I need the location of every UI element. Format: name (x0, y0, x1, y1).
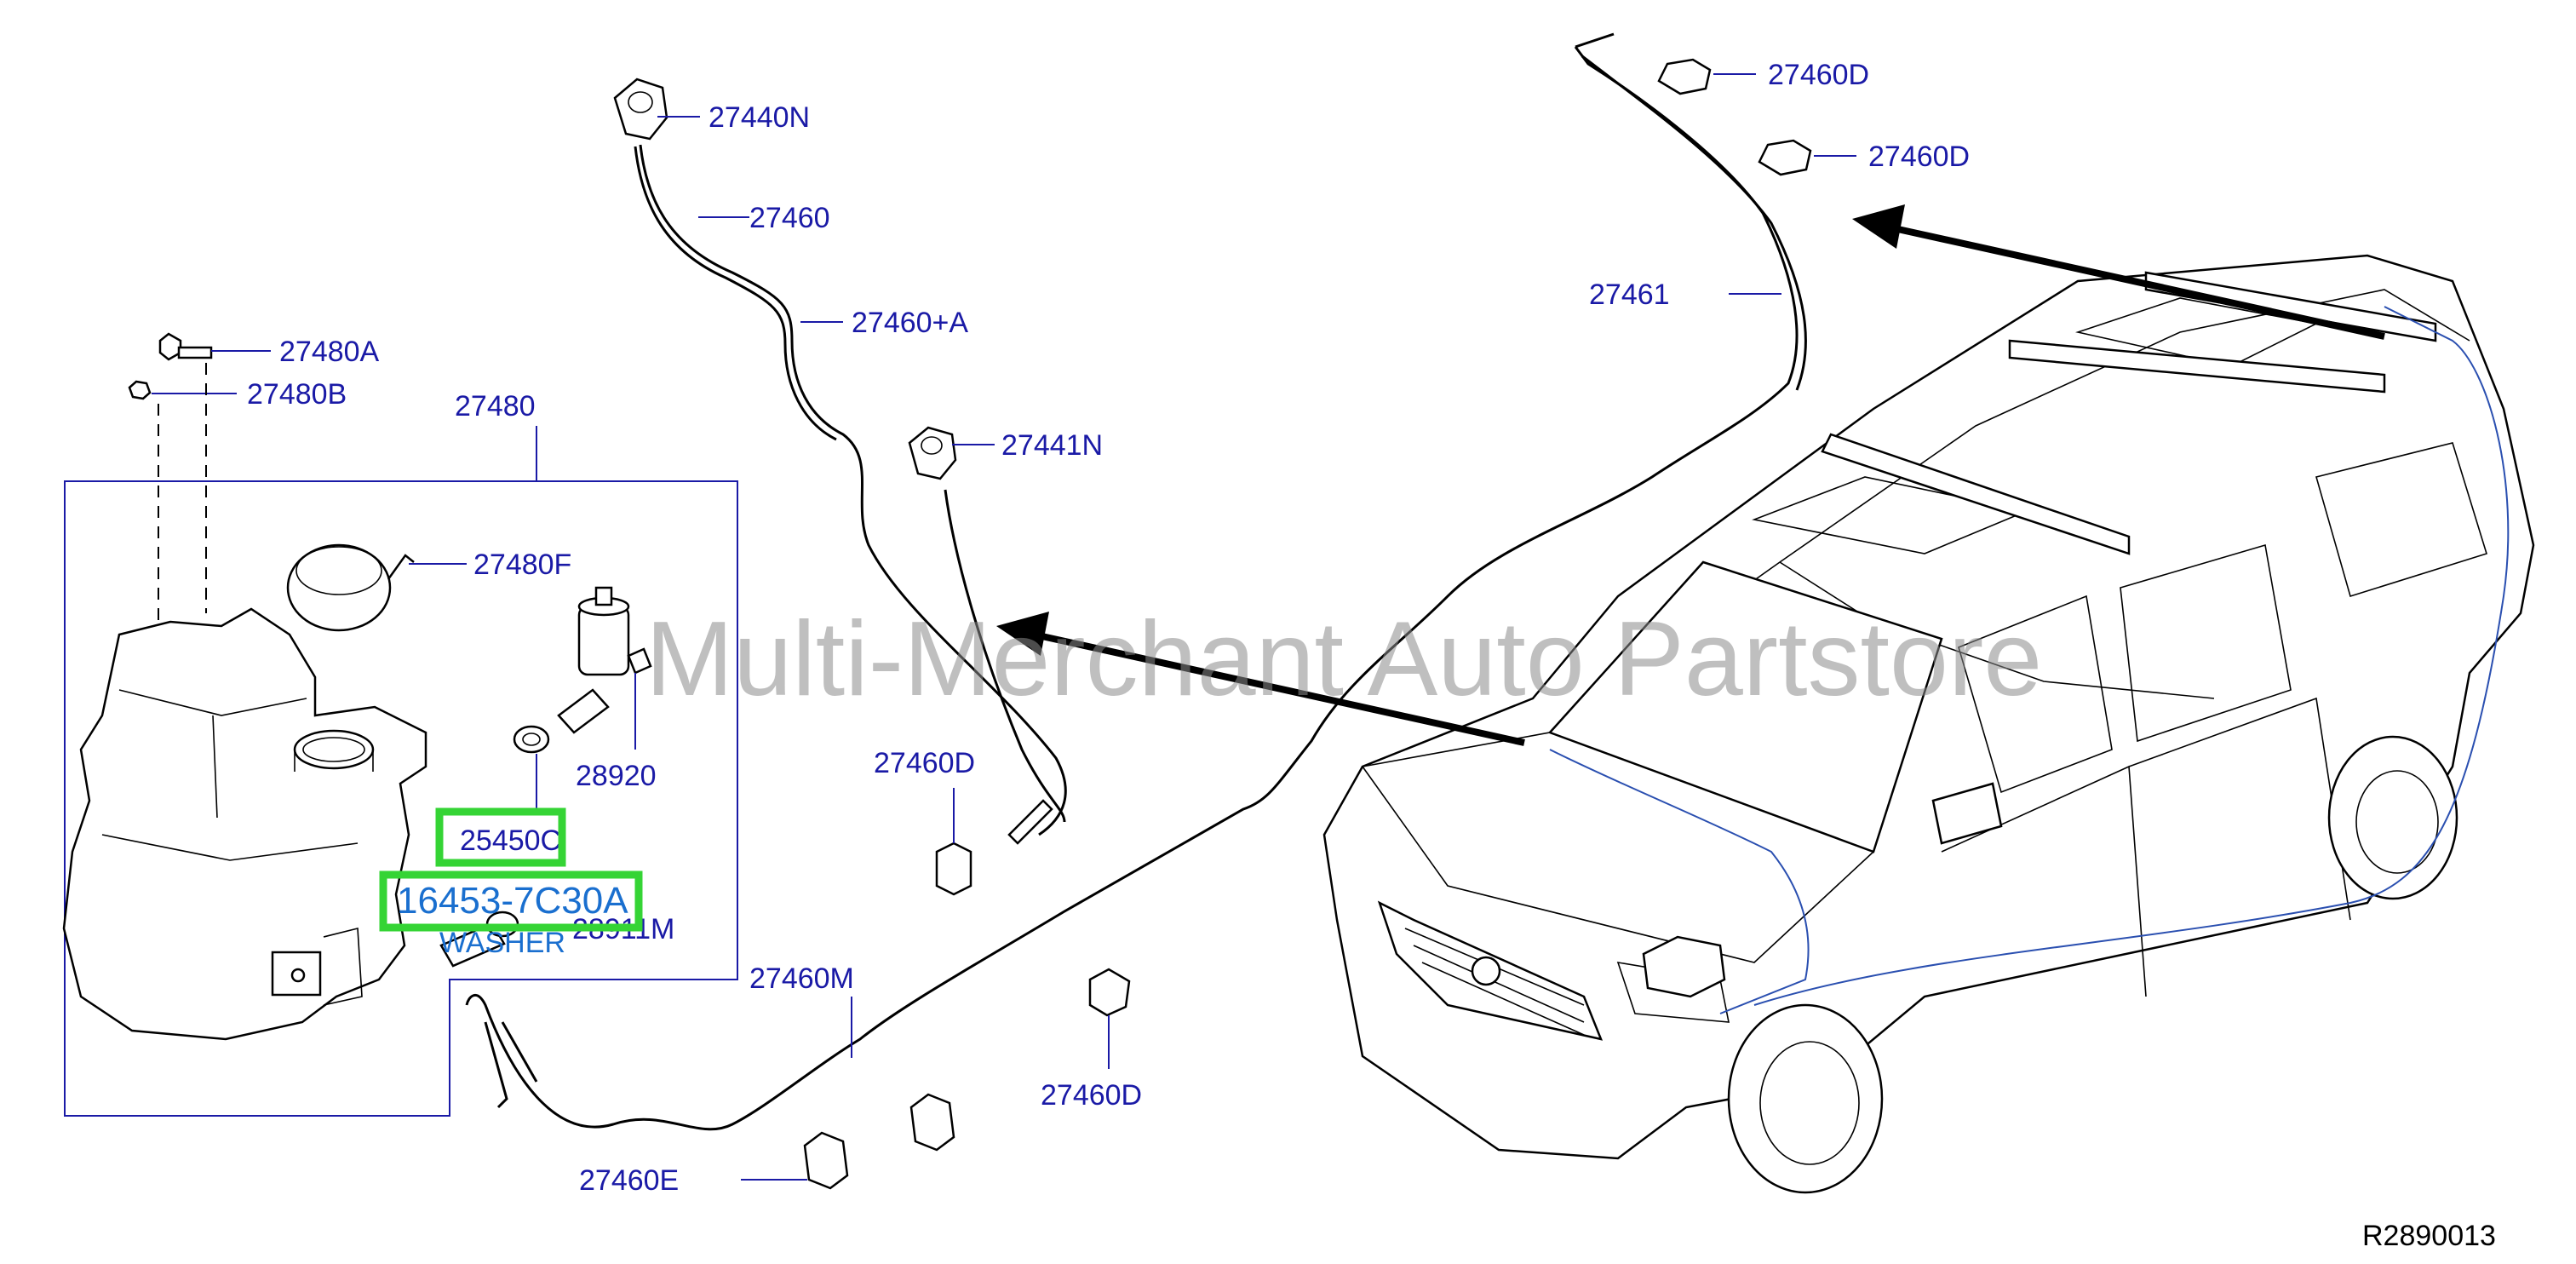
tank-filler-neck (293, 729, 375, 770)
direction-arrows (996, 204, 2385, 746)
clip-27460D-bottom (1088, 968, 1131, 1069)
part-labels: 27440N 27460 27460+A 27441N 27460D 27460… (247, 59, 1970, 1197)
nozzle-27441N (908, 426, 995, 480)
grommet-25450C (513, 725, 550, 813)
nozzle-27440N (613, 78, 700, 141)
label-27480A: 27480A (279, 336, 380, 368)
highlights: 16453-7C30A WASHER (379, 807, 643, 959)
cap-27480F (286, 543, 467, 632)
label-27460M: 27460M (749, 962, 854, 995)
vehicle-body (1322, 254, 2535, 1160)
pump-28920 (557, 586, 652, 750)
reference-code: R2890013 (2362, 1220, 2496, 1252)
washer-tank (62, 607, 427, 1041)
clip-27460D-top2 (1758, 139, 1856, 176)
arrow-head-rear (1852, 204, 1905, 249)
label-27460-plus-a: 27460+A (852, 307, 968, 339)
clip-27460D-top1 (1657, 58, 1756, 95)
front-nozzle-hoses (613, 78, 1067, 845)
label-27480: 27480 (455, 390, 536, 422)
highlight-part-number[interactable]: 16453-7C30A (397, 880, 628, 922)
vehicle-illustration (1322, 254, 2535, 1194)
label-27460D-bottom: 27460D (1041, 1079, 1142, 1112)
clip-27460E (741, 1093, 955, 1190)
nut-27480B (128, 380, 237, 400)
label-28920: 28920 (576, 760, 657, 792)
highlight-caption-washer: WASHER (439, 927, 565, 959)
label-27460D-top1: 27460D (1768, 59, 1869, 91)
highlight-box-25450C (435, 807, 566, 867)
label-25450C: 25450C (460, 824, 561, 857)
bolt-27480A (158, 332, 271, 361)
arrow-head-front (996, 612, 1049, 656)
label-27441N: 27441N (1001, 429, 1103, 462)
clip-27460D-mid (935, 788, 972, 896)
label-27460: 27460 (749, 202, 830, 234)
label-27461: 27461 (1589, 279, 1670, 311)
highlight-box-washer-part (379, 870, 643, 932)
label-27460D-mid: 27460D (874, 747, 975, 779)
front-wheel (1727, 1003, 1884, 1194)
assembly-frame (64, 480, 738, 1117)
reservoir-assembly (62, 332, 738, 1117)
rear-wheel (2327, 735, 2458, 900)
watermark: Multi-Merchant Auto Partstore (645, 600, 2042, 718)
label-27480F: 27480F (473, 549, 571, 581)
rear-hose-27461 (465, 32, 1856, 1190)
label-27460E: 27460E (579, 1164, 679, 1197)
label-27460D-top2: 27460D (1868, 141, 1970, 173)
label-27440N: 27440N (709, 101, 810, 134)
label-27480B: 27480B (247, 378, 347, 411)
